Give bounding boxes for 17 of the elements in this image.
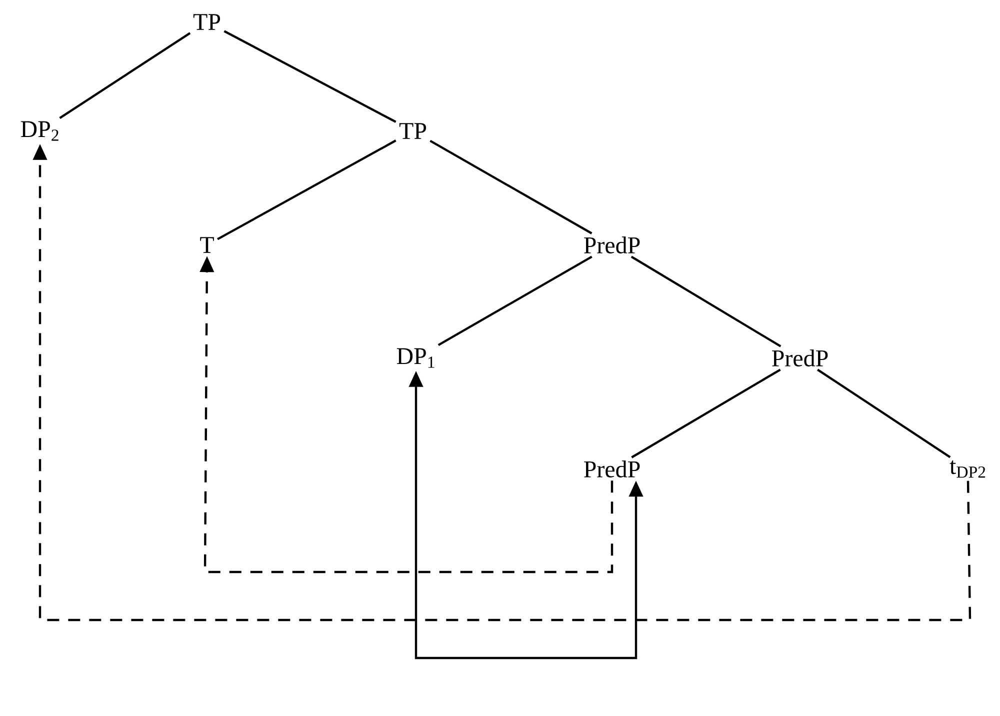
tree-label: PredP bbox=[584, 460, 640, 478]
tree-label: TP bbox=[399, 123, 426, 139]
tree-label: DP$_{1}$ bbox=[396, 348, 434, 368]
tree-label: PredP bbox=[584, 236, 640, 254]
branch-line bbox=[630, 256, 782, 348]
branch-line bbox=[438, 256, 592, 346]
branch-line bbox=[217, 140, 396, 240]
branch-line bbox=[430, 140, 592, 234]
tree-label: t$_{DP2}$ bbox=[950, 460, 986, 478]
branch-line bbox=[224, 30, 396, 123]
branch-line bbox=[631, 368, 781, 458]
branch-line bbox=[817, 368, 951, 458]
tree-label: PredP bbox=[772, 350, 828, 366]
tree-label: DP$_{2}$ bbox=[20, 121, 58, 141]
tree-label: TP bbox=[193, 14, 220, 30]
tree-label: T bbox=[200, 237, 214, 253]
branch-line bbox=[59, 32, 191, 119]
